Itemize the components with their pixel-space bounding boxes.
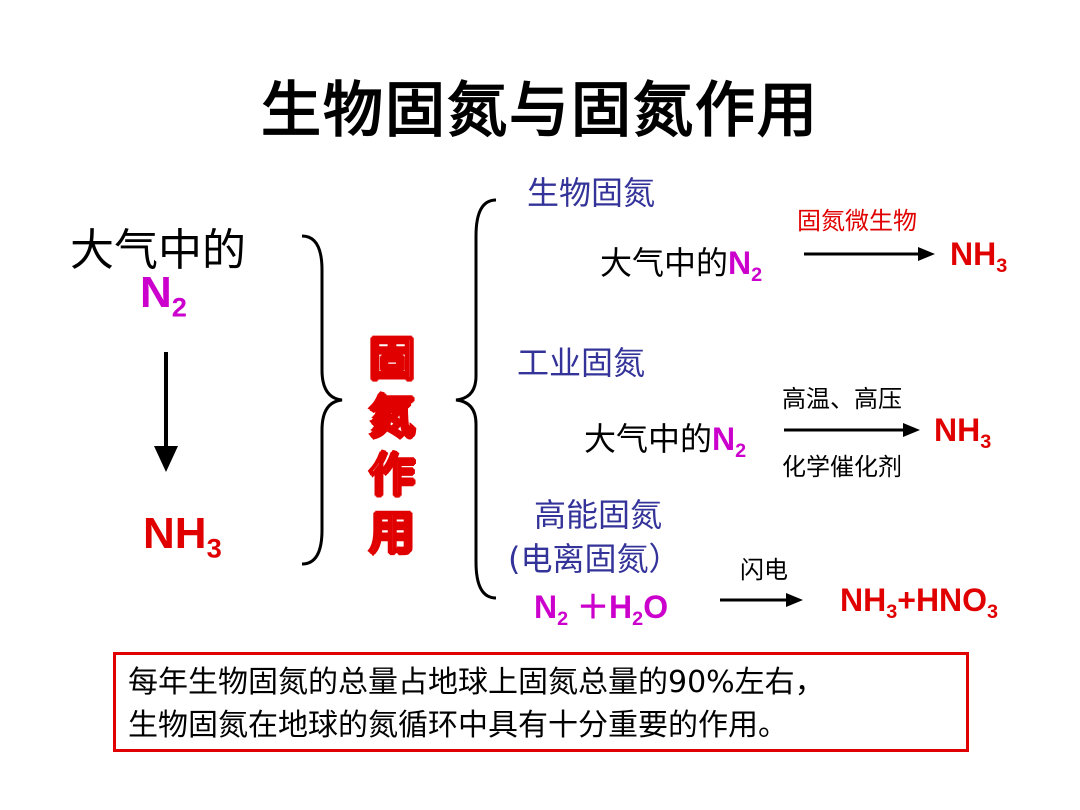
nitrogen-fixation-label: 固 氮 作 用 [368, 331, 416, 561]
high-energy-subheading: (电离固氮） [508, 540, 681, 578]
left-brace [455, 198, 497, 600]
bio-product: NH3 [950, 236, 1008, 277]
down-arrow-icon [154, 352, 178, 472]
high-energy-products: NH3+HNO3 [840, 582, 999, 623]
n2-formula: N2 [140, 268, 187, 323]
bio-arrow-icon [804, 247, 935, 261]
bio-reactant: 大气中的N2 [600, 244, 763, 286]
right-brace [301, 234, 343, 566]
summary-line-2: 生物固氮在地球的氮循环中具有十分重要的作用。 [128, 708, 788, 743]
summary-note-box: 每年生物固氮的总量占地球上固氮总量的90%左右， 生物固氮在地球的氮循环中具有十… [113, 652, 969, 752]
bio-fixation-heading: 生物固氮 [527, 174, 656, 212]
atmosphere-label: 大气中的 [70, 225, 246, 276]
industrial-condition-top: 高温、高压 [782, 385, 902, 413]
high-energy-condition: 闪电 [740, 556, 788, 584]
industrial-condition-bottom: 化学催化剂 [782, 453, 902, 481]
high-energy-arrow-icon [720, 593, 803, 607]
bio-condition: 固氮微生物 [797, 207, 917, 235]
nh3-formula: NH3 [143, 509, 222, 564]
page-title: 生物固氮与固氮作用 [261, 76, 819, 146]
high-energy-reactants: N2 ＋H2O [534, 589, 669, 630]
industrial-arrow-icon [784, 423, 920, 437]
industrial-fixation-heading: 工业固氮 [517, 344, 646, 382]
industrial-reactant: 大气中的N2 [584, 420, 747, 462]
summary-line-1: 每年生物固氮的总量占地球上固氮总量的90%左右， [128, 665, 825, 700]
industrial-product: NH3 [934, 412, 992, 453]
high-energy-fixation-heading: 高能固氮 [534, 496, 663, 534]
